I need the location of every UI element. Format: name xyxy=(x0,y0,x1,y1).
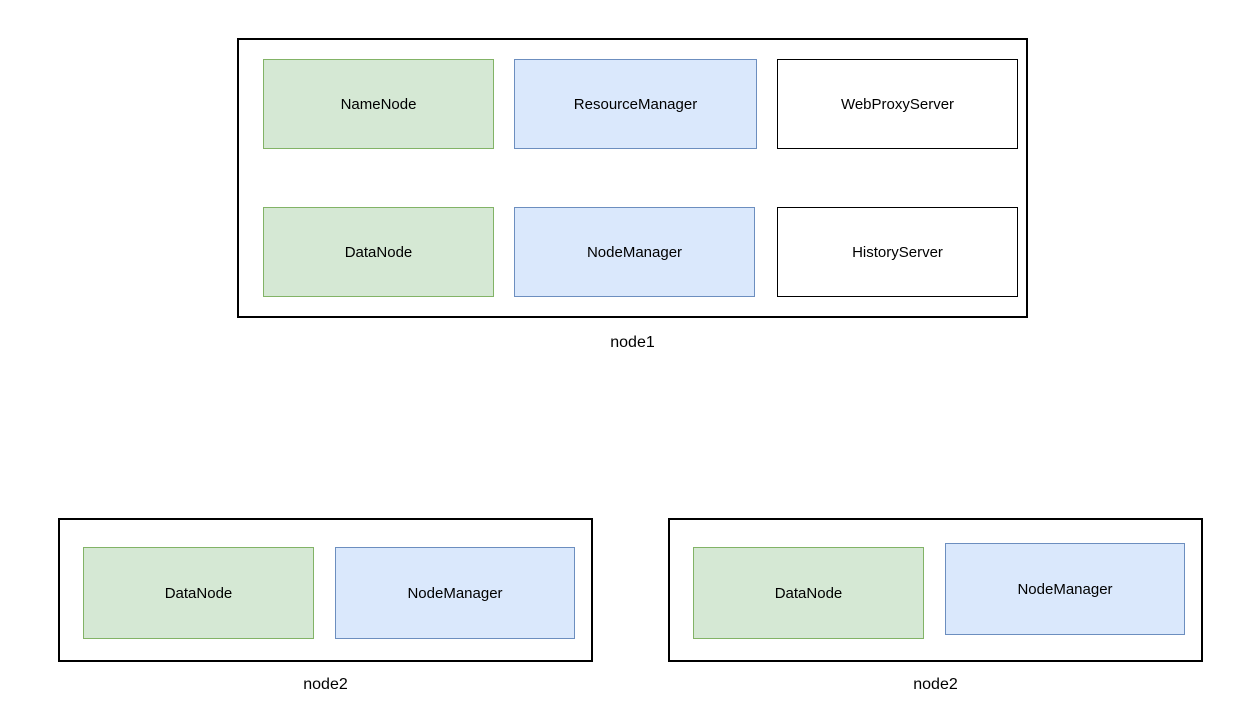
component-label: NameNode xyxy=(340,95,417,113)
component-box-datanode: DataNode xyxy=(263,207,494,297)
node2-right-container: DataNode NodeManager xyxy=(668,518,1203,662)
component-label: DataNode xyxy=(164,584,233,602)
component-box-nodemanager: NodeManager xyxy=(335,547,575,639)
node2-left-label: node2 xyxy=(303,676,348,693)
node2-right-label: node2 xyxy=(913,676,958,693)
node2-right-group: DataNode NodeManager node2 xyxy=(668,518,1203,703)
component-box-nodemanager: NodeManager xyxy=(514,207,755,297)
node2-left-container: DataNode NodeManager xyxy=(58,518,593,662)
component-label: DataNode xyxy=(774,584,843,602)
component-box-nodemanager: NodeManager xyxy=(945,543,1185,635)
component-label: WebProxyServer xyxy=(840,95,955,113)
component-label: HistoryServer xyxy=(852,243,943,261)
component-box-namenode: NameNode xyxy=(263,59,494,149)
component-label: ResourceManager xyxy=(573,95,698,113)
node1-label: node1 xyxy=(610,334,655,351)
node1-container: NameNode ResourceManager WebProxyServer … xyxy=(237,38,1028,318)
component-box-resourcemanager: ResourceManager xyxy=(514,59,757,149)
component-label: NodeManager xyxy=(407,584,503,602)
node2-left-group: DataNode NodeManager node2 xyxy=(58,518,593,703)
node1-group: NameNode ResourceManager WebProxyServer … xyxy=(237,38,1028,358)
component-box-historyserver: HistoryServer xyxy=(777,207,1018,297)
component-box-webproxyserver: WebProxyServer xyxy=(777,59,1018,149)
component-label: DataNode xyxy=(344,243,413,261)
component-box-datanode: DataNode xyxy=(693,547,924,639)
component-label: NodeManager xyxy=(1017,580,1113,598)
component-box-datanode: DataNode xyxy=(83,547,314,639)
component-label: NodeManager xyxy=(586,243,683,261)
